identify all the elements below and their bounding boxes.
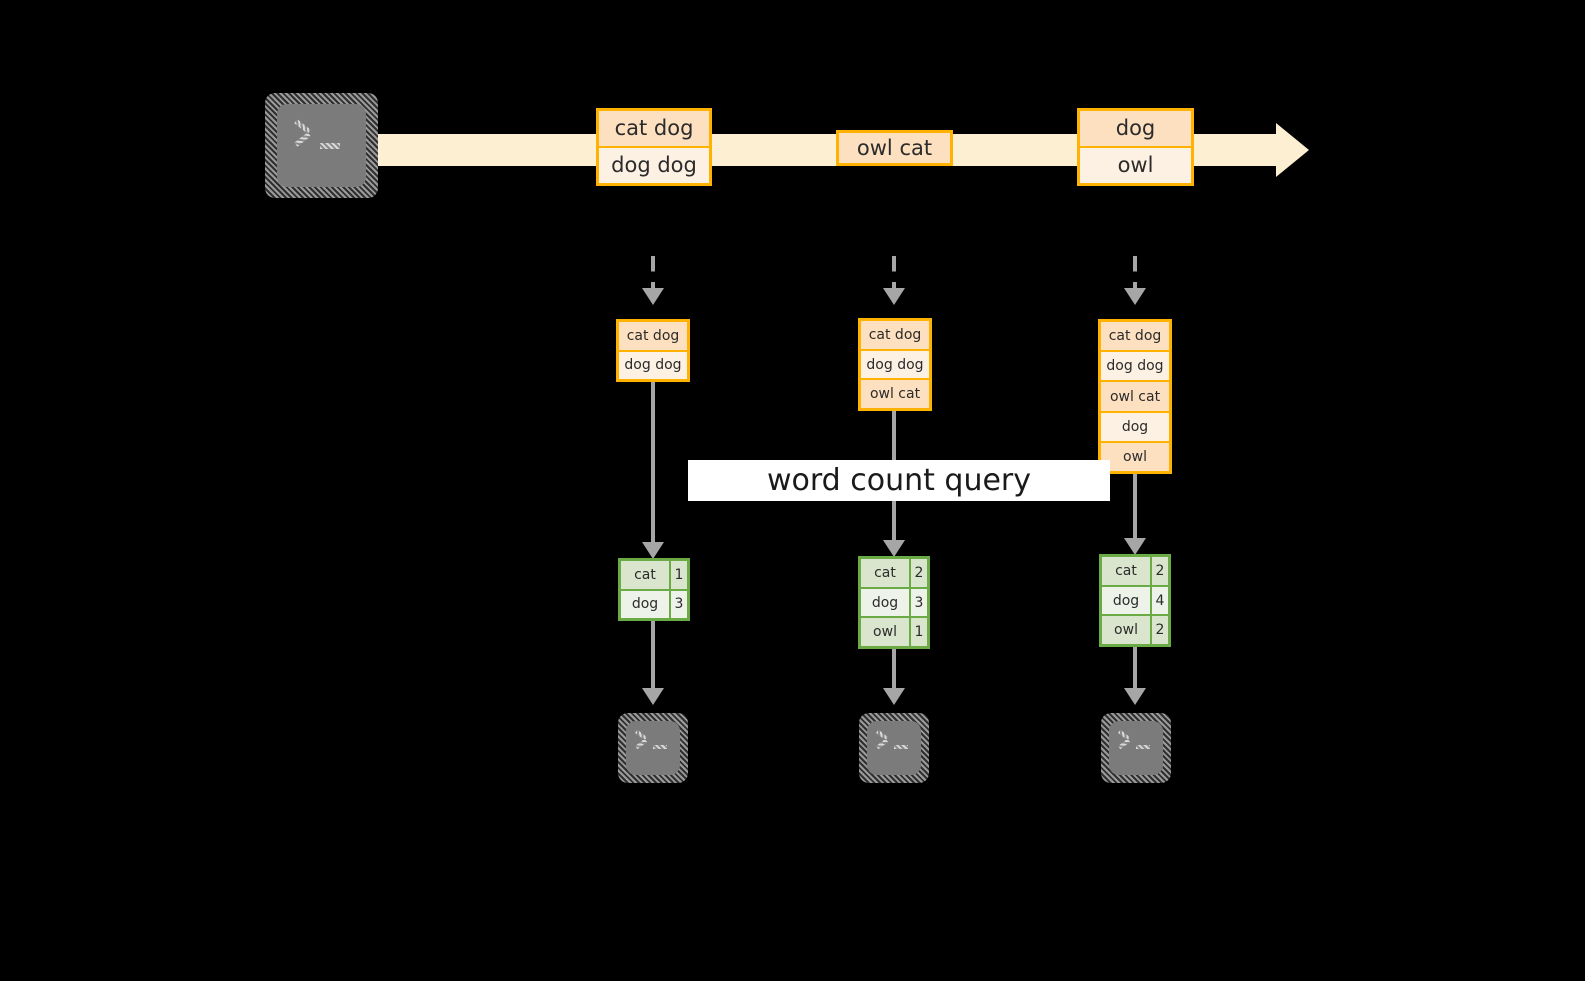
result-row: dog 3 xyxy=(861,588,927,617)
snapshot-2-tap-arrowhead xyxy=(883,288,905,305)
query-label: word count query xyxy=(688,460,1110,501)
snapshot-1-tap-line xyxy=(651,256,655,290)
stream-record-1: cat dog dog dog xyxy=(596,108,712,186)
result-row: owl 1 xyxy=(861,618,927,647)
snapshot-3-tap-arrowhead xyxy=(1124,288,1146,305)
snapshot-2-sink-terminal-icon[interactable] xyxy=(859,713,929,783)
input-row: dog dog xyxy=(1101,352,1169,381)
result-count: 3 xyxy=(911,588,927,617)
terminal-cursor xyxy=(894,745,908,749)
snapshot-1-sink-terminal-icon[interactable] xyxy=(618,713,688,783)
input-row: dog xyxy=(1101,412,1169,441)
result-row: cat 2 xyxy=(1102,557,1168,585)
snapshot-2-input-table: cat dog dog dog owl cat xyxy=(858,318,932,411)
snapshot-1-query-line xyxy=(651,382,655,549)
snapshot-3-input-table: cat dog dog dog owl cat dog owl xyxy=(1098,319,1172,474)
stream-arrowhead xyxy=(1276,123,1309,177)
snapshot-1-input-table: cat dog dog dog xyxy=(616,319,690,382)
terminal-cursor xyxy=(653,745,667,749)
stream-record-line: owl xyxy=(1080,148,1191,183)
terminal-cursor xyxy=(1136,745,1150,749)
snapshot-3-sink-terminal-icon[interactable] xyxy=(1101,713,1171,783)
stream-record-line: cat dog xyxy=(599,111,709,146)
result-count: 2 xyxy=(911,559,927,587)
snapshot-3-sink-line xyxy=(1133,647,1137,691)
input-row: dog dog xyxy=(861,350,929,379)
result-row: cat 1 xyxy=(621,561,687,589)
snapshot-3-sink-arrowhead xyxy=(1124,688,1146,705)
stream-record-2: owl cat xyxy=(836,130,953,166)
snapshot-1-sink-arrowhead xyxy=(642,688,664,705)
snapshot-3-tap-line xyxy=(1133,256,1137,290)
result-word: owl xyxy=(1102,616,1150,645)
snapshot-2-tap-line xyxy=(892,256,896,290)
input-row: owl cat xyxy=(861,380,929,409)
result-word: dog xyxy=(861,588,909,617)
result-word: dog xyxy=(621,590,669,618)
snapshot-3-query-arrowhead xyxy=(1124,538,1146,555)
stream-record-line: dog xyxy=(1080,111,1191,146)
input-row: dog dog xyxy=(619,351,687,379)
snapshot-2-sink-arrowhead xyxy=(883,688,905,705)
result-row: dog 4 xyxy=(1102,586,1168,615)
stream-record-line: dog dog xyxy=(599,148,709,183)
result-count: 1 xyxy=(671,561,687,589)
result-word: cat xyxy=(1102,557,1150,585)
result-count: 2 xyxy=(1152,557,1168,585)
snapshot-1-tap-arrowhead xyxy=(642,288,664,305)
stream-record-line: owl cat xyxy=(839,133,950,163)
input-row: owl cat xyxy=(1101,382,1169,411)
result-count: 4 xyxy=(1152,586,1168,615)
result-word: owl xyxy=(861,618,909,647)
result-count: 2 xyxy=(1152,616,1168,645)
source-terminal-icon[interactable] xyxy=(265,93,378,198)
snapshot-1-result-table: cat 1 dog 3 xyxy=(618,558,690,621)
result-row: dog 3 xyxy=(621,590,687,618)
result-word: cat xyxy=(861,559,909,587)
result-count: 3 xyxy=(671,590,687,618)
input-row: cat dog xyxy=(1101,322,1169,351)
snapshot-2-sink-line xyxy=(892,649,896,691)
snapshot-1-query-arrowhead xyxy=(642,542,664,559)
snapshot-2-query-arrowhead xyxy=(883,540,905,557)
input-row: cat dog xyxy=(619,322,687,350)
snapshot-2-result-table: cat 2 dog 3 owl 1 xyxy=(858,556,930,649)
result-word: dog xyxy=(1102,586,1150,615)
stream-record-3: dog owl xyxy=(1077,108,1194,186)
result-row: cat 2 xyxy=(861,559,927,587)
snapshot-3-result-table: cat 2 dog 4 owl 2 xyxy=(1099,554,1171,647)
result-word: cat xyxy=(621,561,669,589)
input-row: cat dog xyxy=(861,321,929,349)
result-row: owl 2 xyxy=(1102,616,1168,645)
result-count: 1 xyxy=(911,618,927,647)
snapshot-3-query-line xyxy=(1133,474,1137,546)
terminal-cursor xyxy=(320,143,340,149)
input-row: owl xyxy=(1101,442,1169,472)
snapshot-1-sink-line xyxy=(651,621,655,691)
